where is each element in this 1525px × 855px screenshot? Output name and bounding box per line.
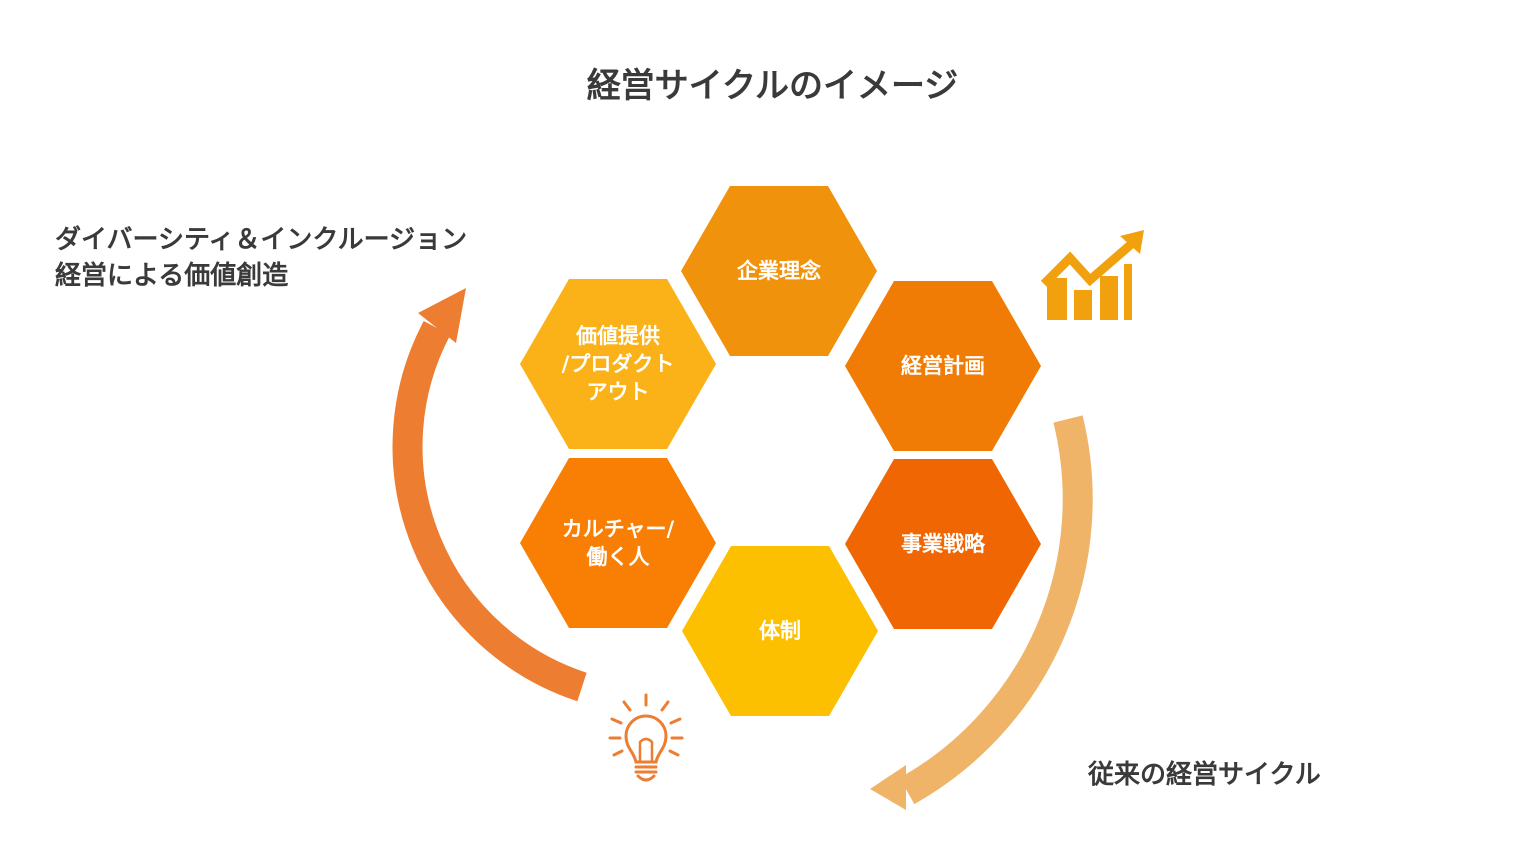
dei-cycle-arrowhead [418,288,466,343]
hex-label-value-delivery: 価値提供 /プロダクト アウト [561,324,675,404]
hex-business-strategy: 事業戦略 [845,459,1041,629]
traditional-cycle-arrowhead [870,765,906,810]
hex-label-management-plan: 経営計画 [901,354,985,378]
dei-caption-line1: ダイバーシティ＆インクルージョン [55,225,468,255]
hex-organization: 体制 [682,546,878,716]
hex-management-plan: 経営計画 [845,281,1041,451]
hex-label-corporate-philosophy: 企業理念 [737,259,821,283]
hex-corporate-philosophy: 企業理念 [681,186,877,356]
hex-value-delivery: 価値提供 /プロダクト アウト [520,279,716,449]
hex-label-culture-people: カルチャー/ 働く人 [561,517,675,569]
traditional-cycle-arrow [899,415,1093,805]
bar-chart-growth-icon [1040,230,1144,320]
traditional-cycle-caption: 従来の経営サイクル [1088,760,1321,790]
lightbulb-icon [608,693,684,782]
dei-cycle-arrow [392,320,587,702]
dei-caption: ダイバーシティ＆インクルージョン 経営による価値創造 [55,222,575,294]
hex-culture-people: カルチャー/ 働く人 [520,458,716,628]
dei-caption-line2: 経営による価値創造 [55,261,289,291]
hex-label-organization: 体制 [759,619,801,643]
page-title: 経営サイクルのイメージ [586,66,959,106]
hex-label-business-strategy: 事業戦略 [901,532,985,556]
